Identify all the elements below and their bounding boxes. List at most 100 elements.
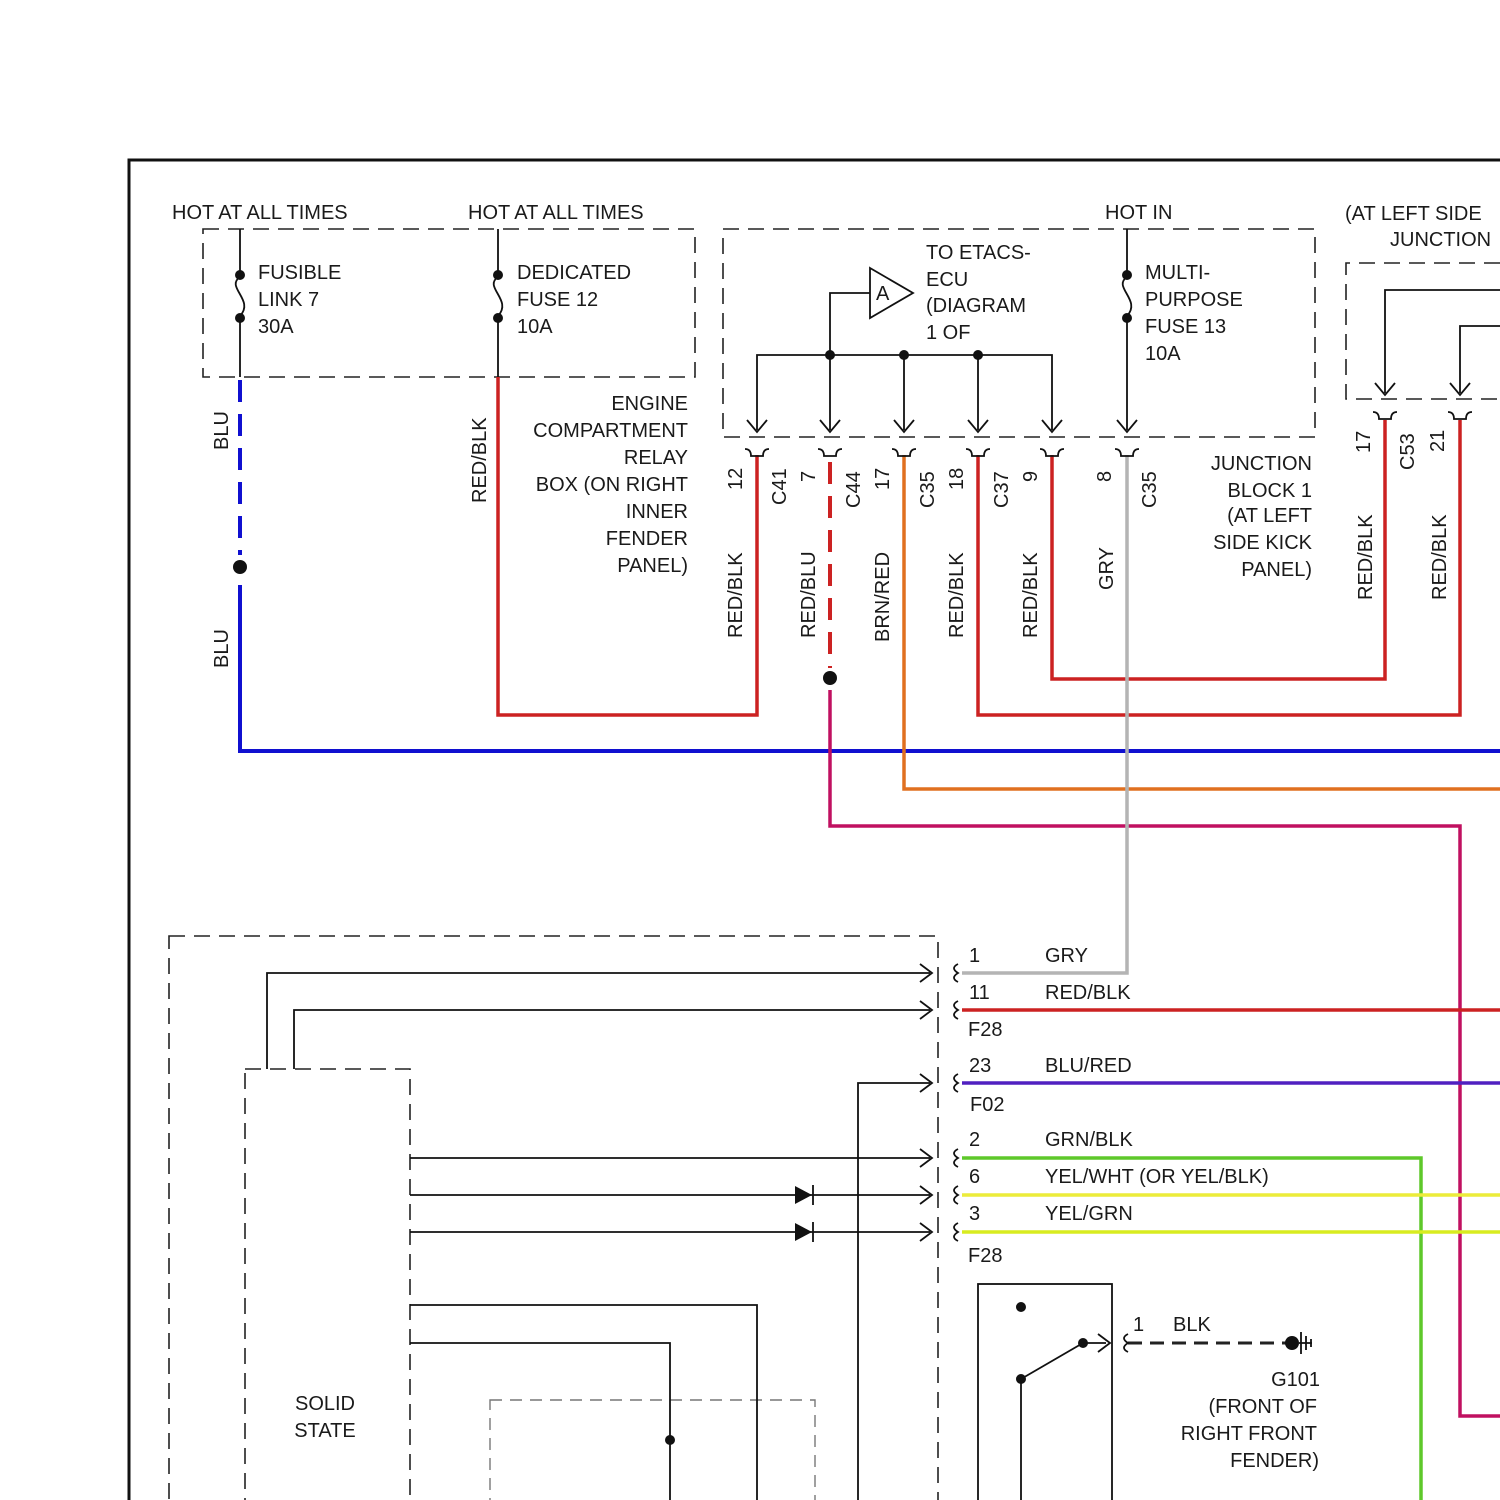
row-wire: YEL/GRN [1045,1203,1133,1225]
fuse13-element [1123,277,1132,316]
diode-icon [795,1223,812,1241]
connector-id-f28: F28 [968,1019,1002,1041]
connector-label: C53 [1397,433,1419,470]
hot-label-3: HOT IN [1105,202,1172,224]
etacs-branches [904,355,978,430]
module-arrowheads [920,964,932,1241]
left-side-label: (AT LEFT SIDE [1345,203,1482,225]
pin-label: 18 [946,468,968,490]
splice-dot-blu [233,560,247,574]
row-pin: 6 [969,1166,980,1188]
fuse13-terminal [1122,270,1132,280]
row-pin: 23 [969,1055,991,1077]
row-wire: BLU/RED [1045,1055,1132,1077]
multipurpose-fuse-line: PURPOSE [1145,289,1243,311]
etacs-line: TO ETACS- [926,242,1031,264]
hot-label-1: HOT AT ALL TIMES [172,202,348,224]
pin-label: 8 [1094,471,1116,482]
row-pin: 2 [969,1129,980,1151]
fusible-link-line: 30A [258,316,294,338]
junction-block-line: (AT LEFT [1227,505,1312,527]
pin-label: 17 [1353,431,1375,453]
connector-label: C35 [1139,471,1161,508]
junction-block-line: BLOCK 1 [1228,480,1312,502]
solid-state-line: STATE [294,1420,355,1442]
connector-label: C35 [917,471,939,508]
connector-label: C44 [843,471,865,508]
engine-box-line: COMPARTMENT [533,420,688,442]
splice-dot-module [665,1435,675,1445]
inner-component-outline [490,1400,815,1500]
row-pin: 11 [969,982,990,1004]
etacs-marker: A [876,283,890,305]
pin-labels: 12 C41 7 C44 17 C35 18 C37 9 8 C35 17 C5… [725,430,1449,508]
switch-box [978,1284,1112,1500]
ground-pin: 1 [1133,1314,1144,1336]
splice-dot [825,350,835,360]
pin-label: 7 [798,471,820,482]
ground-desc-line: FENDER) [1230,1450,1319,1472]
wire-label: RED/BLK [725,552,747,638]
junction-block-line: SIDE KICK [1213,532,1313,554]
wire-red-blu [830,690,1500,1416]
hot-label-2: HOT AT ALL TIMES [468,202,644,224]
splice-dot [899,350,909,360]
ground-desc-line: RIGHT FRONT [1181,1423,1317,1445]
switch-contact [1016,1302,1026,1312]
splice-dot [973,350,983,360]
fusible-link-terminal [235,313,245,323]
row-pin: 1 [969,945,980,967]
fusible-link-line: FUSIBLE [258,262,341,284]
etacs-feed [830,293,870,430]
right-junction-wiring [1385,290,1500,393]
diagram-frame [129,160,1500,1500]
fuse13-terminal [1122,313,1132,323]
engine-box-line: ENGINE [611,393,688,415]
pin-label: 17 [872,468,894,490]
connector-label: C37 [991,471,1013,508]
wire-blu [240,585,1500,751]
junction-arrows [747,383,1470,432]
ground-label: G101 (FRONT OF RIGHT FRONT FENDER) [1181,1369,1320,1472]
pin-label: 12 [725,468,747,490]
splice-dot-red-blu [823,671,837,685]
connector-label: C41 [769,468,791,505]
solid-state-label: SOLID STATE [294,1393,355,1442]
pin-label: 9 [1020,471,1042,482]
multipurpose-fuse-line: MULTI- [1145,262,1210,284]
switch-arm [1021,1343,1106,1500]
wire-label: BLU [211,629,233,668]
wire-label: RED/BLU [798,551,820,638]
multipurpose-fuse-line: FUSE 13 [1145,316,1226,338]
row-wire: GRY [1045,945,1088,967]
junction-block-line: PANEL) [1241,559,1312,581]
fuse12-terminal [493,313,503,323]
row-wire: RED/BLK [1045,982,1131,1004]
row-wire: GRN/BLK [1045,1129,1133,1151]
ground-wire: BLK [1173,1314,1211,1336]
module-feed-wires [267,973,930,1069]
module-lower-wires [410,1305,757,1500]
etacs-line: ECU [926,269,968,291]
ground-id: G101 [1271,1369,1320,1391]
connector-rows: 1 GRY 11 RED/BLK 23 BLU/RED 2 GRN/BLK 6 … [969,945,1269,1225]
multipurpose-fuse-line: 10A [1145,343,1181,365]
junction-label: JUNCTION [1390,229,1491,251]
dedicated-fuse-line: 10A [517,316,553,338]
engine-box-label: ENGINE COMPARTMENT RELAY BOX (ON RIGHT I… [533,393,688,577]
wire-label: RED/BLK [1355,514,1377,600]
etacs-line: (DIAGRAM [926,295,1026,317]
engine-box-line: FENDER [606,528,688,550]
fuse12-terminal [493,270,503,280]
wire-label: BLU [211,411,233,450]
etacs-line: 1 OF [926,322,970,344]
wire-label: BRN/RED [872,552,894,642]
row-pin: 3 [969,1203,980,1225]
connector-id-f02: F02 [970,1094,1004,1116]
wire-label: RED/BLK [469,417,491,503]
module-signal-wires [410,1158,930,1232]
wire-label: RED/BLK [946,552,968,638]
module-feed-blu-red [858,1083,930,1500]
engine-box-line: PANEL) [617,555,688,577]
